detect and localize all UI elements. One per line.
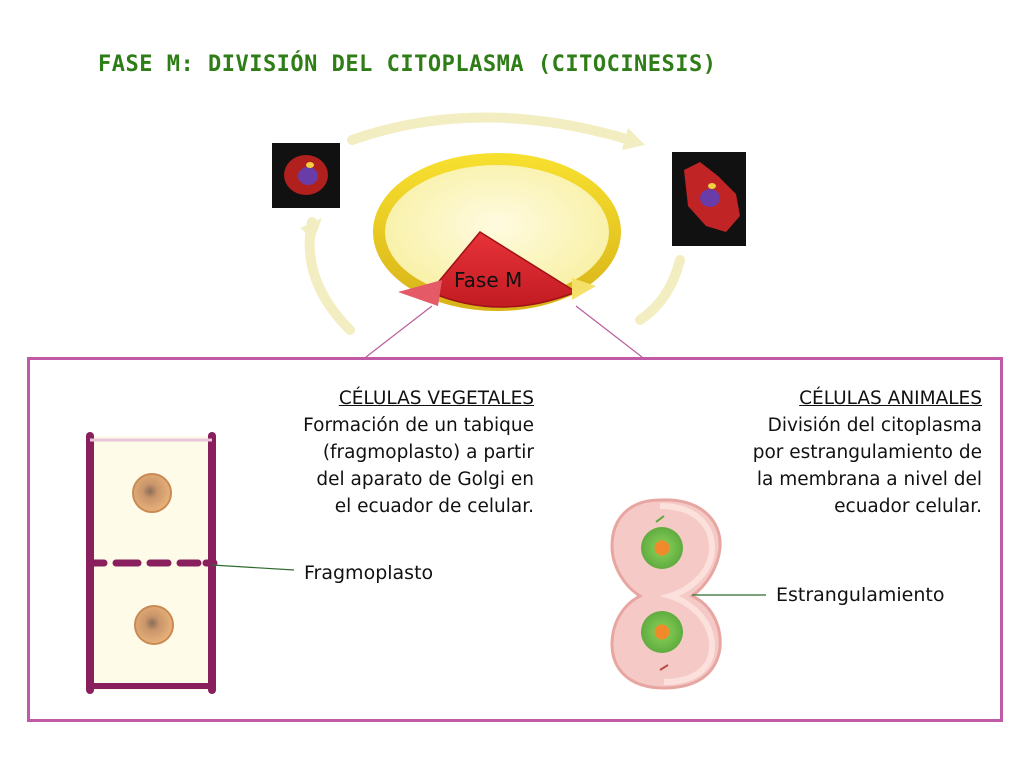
plant-line: (fragmoplasto) a partir xyxy=(322,442,534,463)
micrograph-right xyxy=(672,152,746,246)
cycle-arrow-head-left xyxy=(300,218,322,240)
animal-nucleus-bottom xyxy=(641,611,683,653)
animal-cell xyxy=(610,498,722,690)
fragmoplasto-label: Fragmoplasto xyxy=(304,562,434,584)
plant-nucleus-bottom xyxy=(134,605,174,645)
fase-m-label: Fase M xyxy=(454,268,523,292)
plant-description: CÉLULAS VEGETALES Formación de un tabiqu… xyxy=(230,385,534,520)
animal-heading: CÉLULAS ANIMALES xyxy=(799,388,982,409)
micrograph-left xyxy=(272,143,340,208)
animal-description: CÉLULAS ANIMALES División del citoplasma… xyxy=(680,385,982,520)
plant-line: el ecuador de celular. xyxy=(334,496,534,517)
plant-line: Formación de un tabique xyxy=(303,415,534,436)
plant-cells xyxy=(86,432,218,694)
plant-line: del aparato de Golgi en xyxy=(316,469,534,490)
estrangulamiento-label: Estrangulamiento xyxy=(776,584,945,606)
plant-heading: CÉLULAS VEGETALES xyxy=(338,388,534,409)
wedge-arrow-right xyxy=(572,278,596,300)
citocinesis-panel xyxy=(27,357,1003,722)
animal-line: División del citoplasma xyxy=(767,415,982,436)
plant-nucleus-top xyxy=(132,473,172,513)
cycle-arrow-head-right xyxy=(622,128,645,150)
connector-left xyxy=(365,305,433,358)
page-title: FASE M: DIVISIÓN DEL CITOPLASMA (CITOCIN… xyxy=(98,52,717,77)
connector-right xyxy=(575,305,643,358)
wedge-arrow-left xyxy=(398,280,442,306)
fragmoplasto-pointer xyxy=(211,564,295,571)
animal-line: por estrangulamiento de xyxy=(752,442,982,463)
animal-line: la membrana a nivel del xyxy=(756,469,982,490)
animal-line: ecuador celular. xyxy=(834,496,982,517)
animal-nucleus-top xyxy=(641,527,683,569)
